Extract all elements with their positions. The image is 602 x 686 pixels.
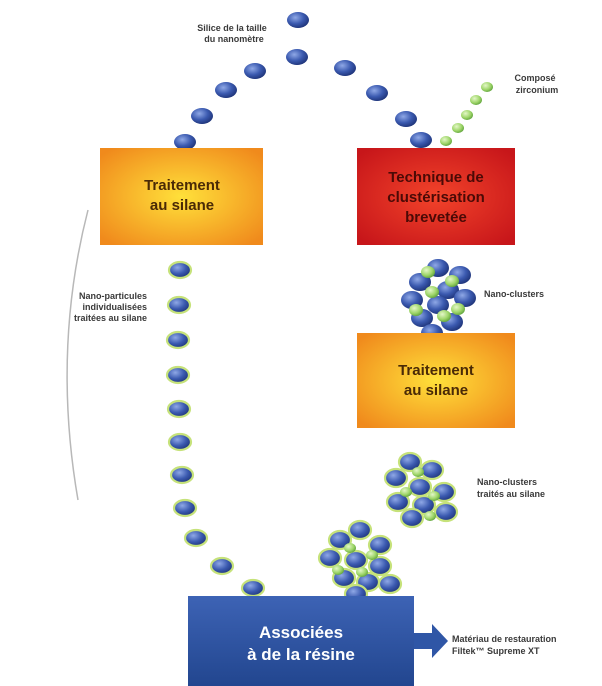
silane-treatment-box-left: Traitement au silane <box>100 148 263 245</box>
silane-right-line1: Traitement <box>398 362 474 379</box>
treated-nanocluster-zirconium <box>412 467 424 477</box>
decorative-curve <box>66 209 89 501</box>
cluster-line2: clustérisation <box>387 189 485 206</box>
silica-particle <box>191 108 213 124</box>
silica-particle <box>366 85 388 101</box>
nanocluster-zirconium <box>425 286 439 298</box>
treated-nanoparticle <box>167 432 193 452</box>
arrow-right-icon <box>414 624 448 658</box>
silica-particle <box>410 132 432 148</box>
silane-left-line2: au silane <box>150 197 214 214</box>
nanoparticles-label-line1: Nano-particules <box>79 291 147 301</box>
silica-particle <box>286 49 308 65</box>
resin-line1: Associées <box>259 623 343 642</box>
resin-line2: à de la résine <box>247 645 355 664</box>
zirconium-particle <box>440 136 452 146</box>
treated-nanoparticle <box>166 295 192 315</box>
particle-layer <box>165 12 493 605</box>
silane-treatment-box-right: Traitement au silane <box>357 333 515 428</box>
treated-nanoparticle <box>166 399 192 419</box>
treated-nanoparticle <box>183 528 209 548</box>
zirconium-label-line1: Composé <box>514 73 555 83</box>
nanoparticles-label-line3: traitées au silane <box>74 313 147 323</box>
zirconium-particle <box>470 95 482 105</box>
treated-nanocluster-particle <box>419 459 445 481</box>
resin-association-box: Associées à de la résine <box>188 596 414 686</box>
nanoparticles-label-line2: individualisées <box>82 302 147 312</box>
silica-particle <box>287 12 309 28</box>
treated-nanoparticle <box>209 556 235 576</box>
bottom-cluster-particle <box>377 573 403 595</box>
nanocluster-zirconium <box>445 275 459 287</box>
treated-nanoparticle <box>172 498 198 518</box>
silica-particle <box>244 63 266 79</box>
bottom-cluster-particle <box>347 519 373 541</box>
bottom-cluster-zirconium <box>356 567 368 577</box>
bottom-cluster-zirconium <box>332 565 344 575</box>
silica-particle <box>174 134 196 150</box>
material-label-line2: Filtek™ Supreme XT <box>452 646 540 656</box>
treated-nanocluster-particle <box>397 451 423 473</box>
bottom-cluster-particle <box>367 534 393 556</box>
nanocluster-zirconium <box>451 303 465 315</box>
silane-right-line2: au silane <box>404 382 468 399</box>
treated-nanoparticle <box>240 578 266 598</box>
zirconium-particle <box>481 82 493 92</box>
zirconium-particle <box>452 123 464 133</box>
silica-particle <box>215 82 237 98</box>
treated-clusters-label-line1: Nano-clusters <box>477 477 537 487</box>
bottom-cluster-zirconium <box>344 543 356 553</box>
silane-left-line1: Traitement <box>144 177 220 194</box>
zirconium-label-line2: zirconium <box>516 85 559 95</box>
silica-label-line1: Silice de la taille <box>197 23 267 33</box>
nanocluster-silica <box>427 296 449 314</box>
treated-nanocluster-zirconium <box>424 511 436 521</box>
silica-particle <box>334 60 356 76</box>
nanocluster-silica <box>454 289 476 307</box>
silica-label-line2: du nanomètre <box>204 34 264 44</box>
treated-clusters-label-line2: traités au silane <box>477 489 545 499</box>
treated-nanocluster-particle <box>399 507 425 529</box>
treated-nanoparticle <box>167 260 193 280</box>
clustering-technique-box: Technique de clustérisation brevetée <box>357 148 515 245</box>
bottom-cluster-zirconium <box>366 550 378 560</box>
treated-nanocluster-particle <box>433 501 459 523</box>
bottom-cluster-particle <box>343 549 369 571</box>
bottom-cluster-particle <box>327 529 353 551</box>
silica-particle <box>395 111 417 127</box>
treated-nanocluster-zirconium <box>400 487 412 497</box>
treated-nanoparticle <box>165 365 191 385</box>
treated-nanocluster-zirconium <box>428 491 440 501</box>
cluster-line1: Technique de <box>388 169 484 186</box>
material-label-line1: Matériau de restauration <box>452 634 557 644</box>
treated-nanocluster-particle <box>383 467 409 489</box>
bottom-cluster-particle <box>367 555 393 577</box>
nanocluster-zirconium <box>409 304 423 316</box>
cluster-line3: brevetée <box>405 209 467 226</box>
treated-nanocluster-particle <box>385 491 411 513</box>
treated-nanoparticle <box>169 465 195 485</box>
zirconium-particle <box>461 110 473 120</box>
treated-nanocluster-particle <box>407 476 433 498</box>
treated-nanoparticle <box>165 330 191 350</box>
nanocluster-zirconium <box>437 310 451 322</box>
bottom-cluster-particle <box>317 547 343 569</box>
nanoclusters-label: Nano-clusters <box>484 289 544 299</box>
nanocluster-zirconium <box>421 266 435 278</box>
